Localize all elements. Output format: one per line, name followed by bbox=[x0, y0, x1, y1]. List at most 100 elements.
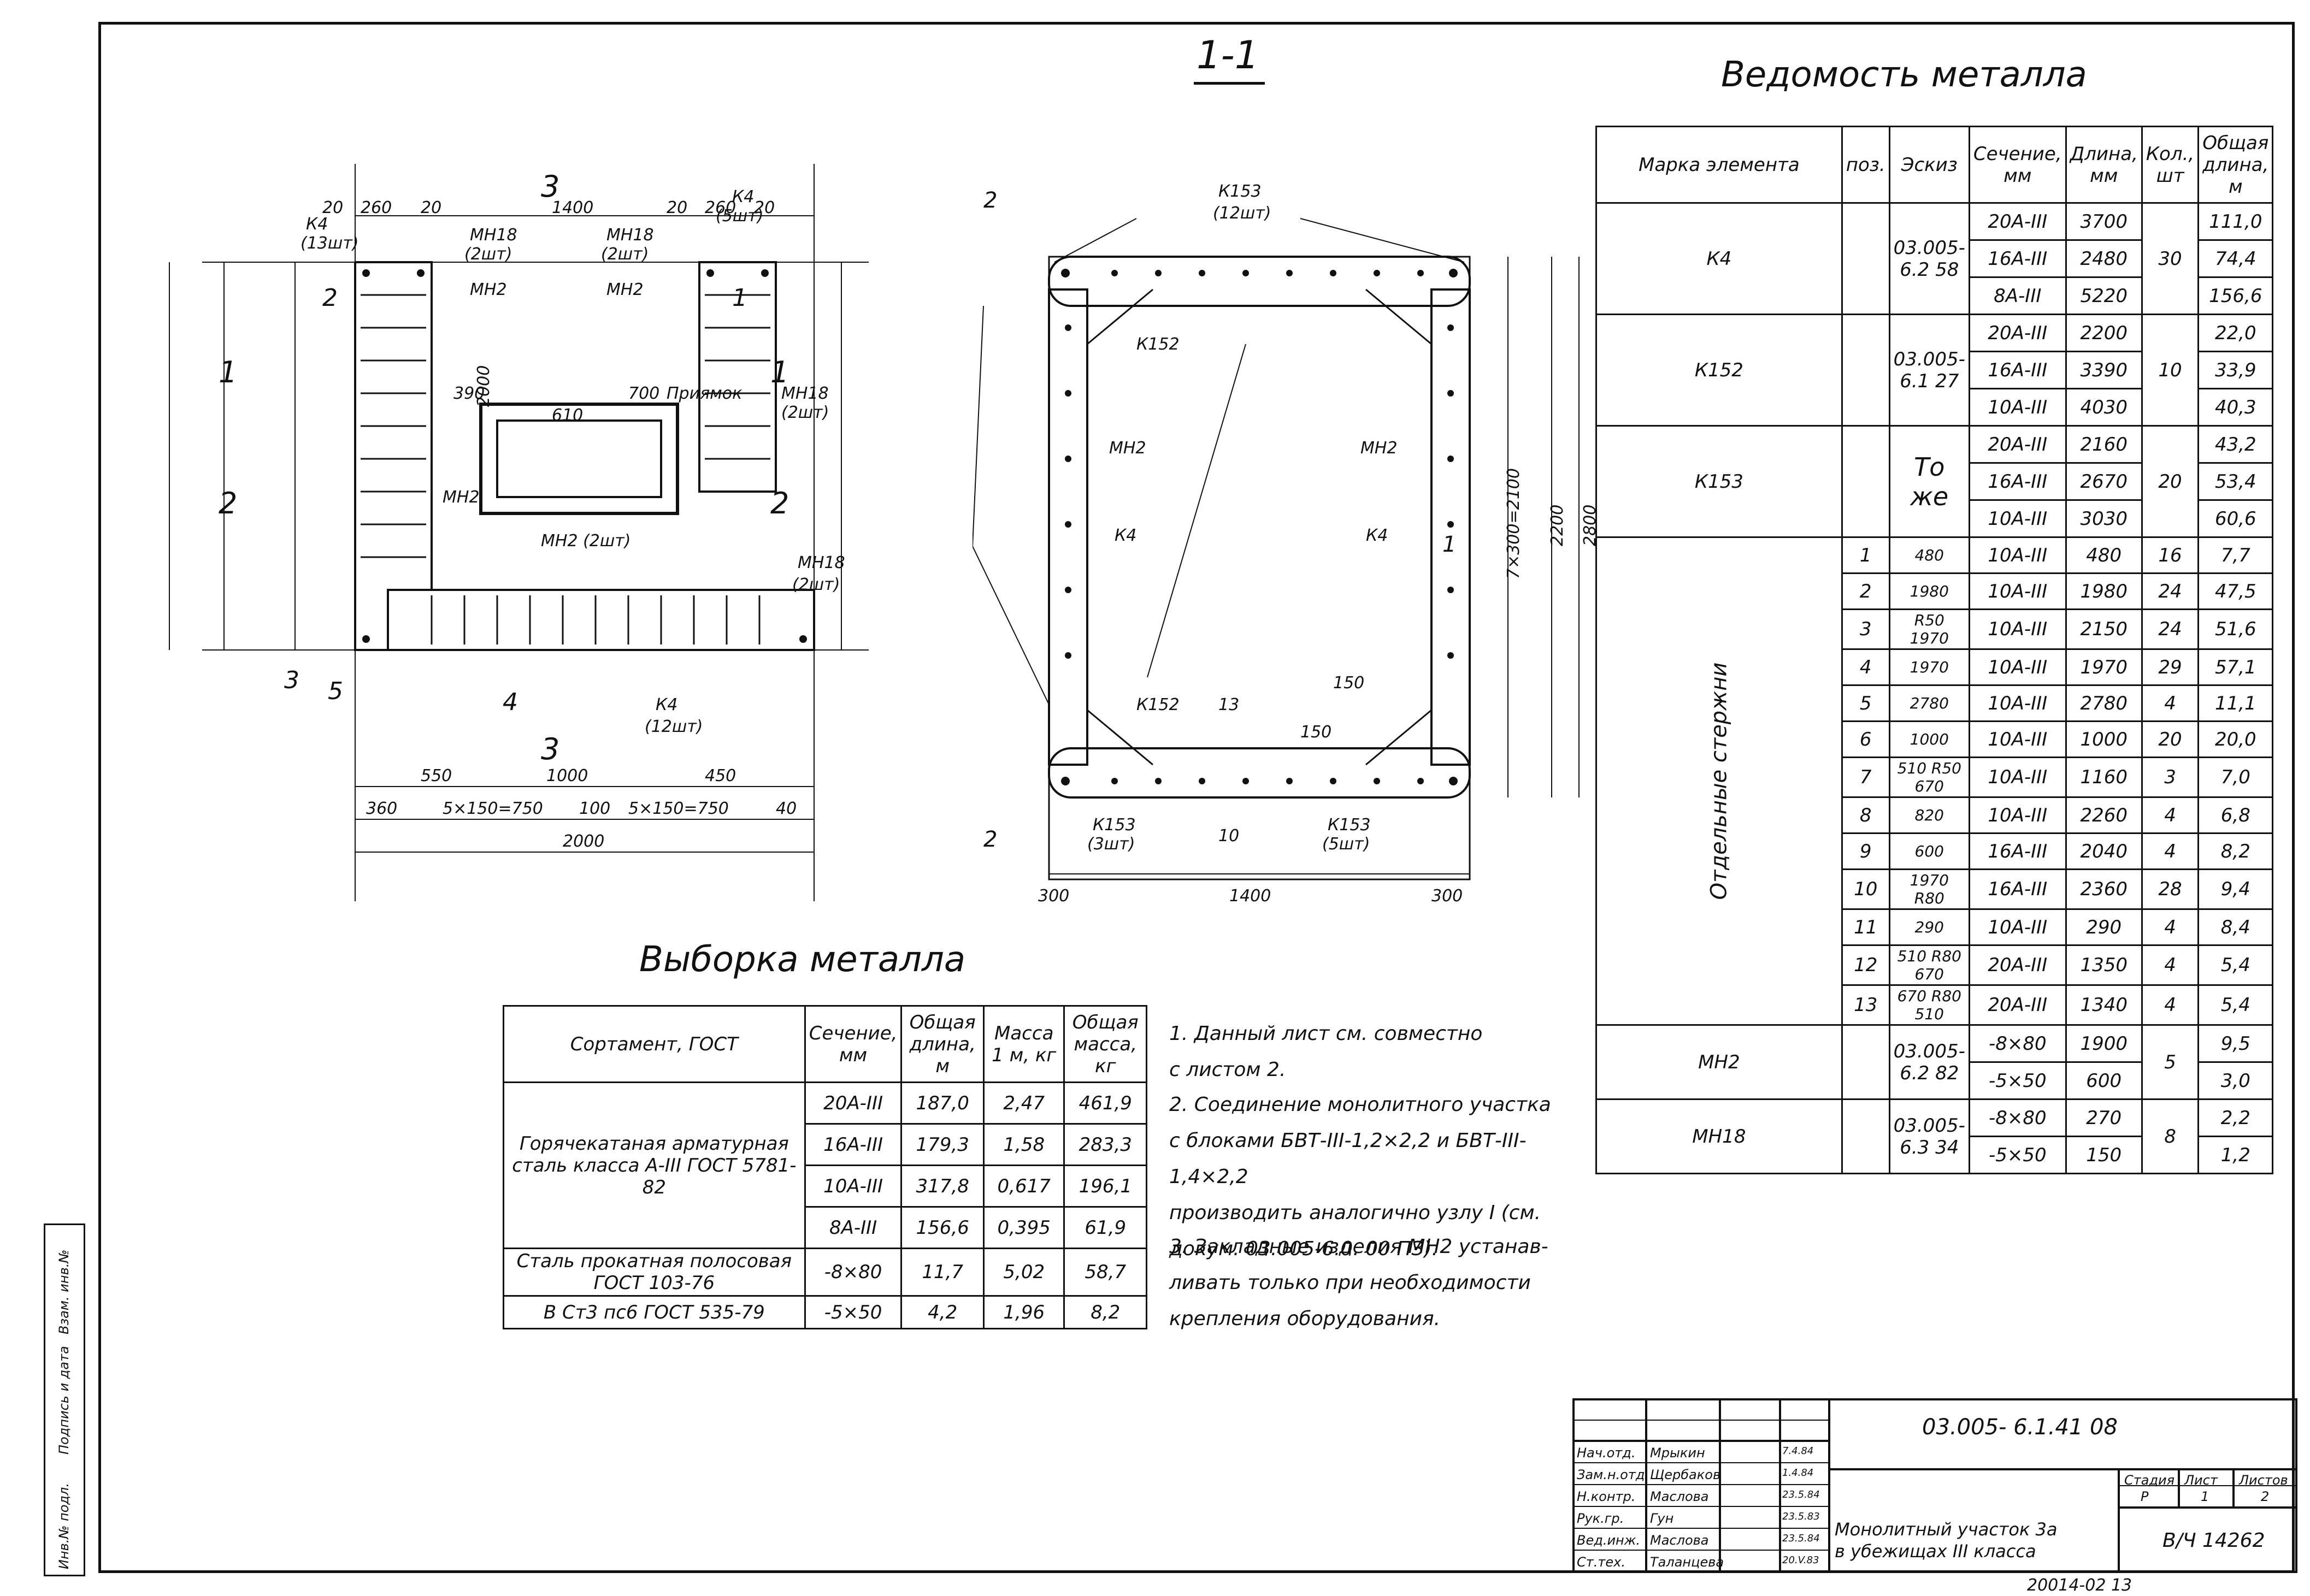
label-k4-13: К4 bbox=[306, 215, 328, 234]
rod-sketch: 2780 bbox=[1888, 684, 1970, 722]
v-k153-sec-2: 16А-III bbox=[1968, 462, 2067, 501]
vy-g1-r2-len: 179,3 bbox=[900, 1123, 985, 1166]
r-label-k4-left: К4 bbox=[1115, 526, 1136, 545]
rod-pos: 5 bbox=[1841, 684, 1890, 722]
dim-bottom-550: 550 bbox=[421, 766, 452, 785]
rod-qty: 4 bbox=[2141, 944, 2200, 986]
rod-pos: 9 bbox=[1841, 832, 1890, 870]
vedomost-table: Марка элемента поз. Эскиз Сечение, мм Дл… bbox=[1595, 126, 2274, 1174]
rod-qty: 29 bbox=[2141, 648, 2200, 686]
plan-left-drawing: 20 260 20 1400 20 260 20 2000 К4 (13шт) … bbox=[169, 164, 869, 901]
vy-g2-r1-len: 11,7 bbox=[900, 1248, 985, 1297]
dim-opening-610: 610 bbox=[552, 406, 583, 425]
rod-total: 8,2 bbox=[2197, 832, 2274, 870]
rod-section: 16А-III bbox=[1968, 832, 2067, 870]
r-dim-2100: 7×300=2100 bbox=[1504, 468, 1523, 579]
tb-name-4: Маслова bbox=[1650, 1533, 1709, 1548]
rod-length: 1970 bbox=[2065, 648, 2143, 686]
v-k152-mark: К152 bbox=[1595, 314, 1843, 427]
v-mn18-sec-2: -5×50 bbox=[1968, 1136, 2067, 1174]
r-label-k152-bottom: К152 bbox=[1136, 695, 1180, 714]
v-k4-sec-1: 20А-III bbox=[1968, 202, 2067, 241]
v-k4-total-3: 156,6 bbox=[2197, 276, 2274, 315]
v-k152-len-2: 3390 bbox=[2065, 351, 2143, 389]
rod-sketch: R50 1970 bbox=[1888, 608, 1970, 650]
rod-qty: 24 bbox=[2141, 572, 2200, 610]
note-3: 3. Закладные изделия МН2 устанав- ливать… bbox=[1169, 1236, 1548, 1330]
marker-3-top: 3 bbox=[541, 169, 559, 204]
vy-g2-r1-sec: -8×80 bbox=[804, 1248, 903, 1297]
tb-sheet-h: Лист bbox=[2184, 1473, 2218, 1488]
tb-role-2: Н.контр. bbox=[1577, 1489, 1636, 1504]
rod-sketch: 290 bbox=[1888, 908, 1970, 946]
v-k4-sketch: 03.005-6.2 58 bbox=[1888, 202, 1970, 315]
vy-group2-name-b: В Ст3 пс6 ГОСТ 535-79 bbox=[503, 1295, 806, 1329]
v-k152-qty: 10 bbox=[2141, 314, 2200, 427]
v-mn2-qty: 5 bbox=[2141, 1024, 2200, 1100]
dim-opening-700: 700 bbox=[628, 384, 659, 403]
v-mn2-len-2: 600 bbox=[2065, 1061, 2143, 1100]
rod-length: 480 bbox=[2065, 536, 2143, 574]
dim-top-20b: 20 bbox=[421, 198, 441, 217]
rod-qty: 4 bbox=[2141, 908, 2200, 946]
rod-length: 1000 bbox=[2065, 720, 2143, 758]
r-label-mn2-right: МН2 bbox=[1360, 439, 1398, 458]
v-k4-len-2: 2480 bbox=[2065, 239, 2143, 278]
label-mn18-c: МН18 bbox=[781, 384, 829, 403]
label-k4-13-count: (13шт) bbox=[300, 234, 359, 253]
footer-number: 20014-02 13 bbox=[2027, 1576, 2132, 1595]
tb-name-5: Таланцева bbox=[1650, 1554, 1724, 1570]
vh-qty: Кол., шт bbox=[2141, 126, 2200, 204]
rod-total: 57,1 bbox=[2197, 648, 2274, 686]
label-k4-12-count: (12шт) bbox=[645, 717, 703, 736]
rod-qty: 4 bbox=[2141, 796, 2200, 834]
vy-g1-r1-sec: 20А-III bbox=[804, 1081, 903, 1125]
rod-section: 16А-III bbox=[1968, 868, 2067, 910]
rod-length: 2360 bbox=[2065, 868, 2143, 910]
rod-pos: 12 bbox=[1841, 944, 1890, 986]
rod-length: 1160 bbox=[2065, 756, 2143, 798]
rod-section: 10А-III bbox=[1968, 908, 2067, 946]
r-label-150a: 150 bbox=[1333, 673, 1364, 693]
marker-5: 3 bbox=[284, 666, 299, 694]
side-stamp-replace: Взам. инв.№ bbox=[56, 1249, 72, 1334]
rod-pos: 11 bbox=[1841, 908, 1890, 946]
rod-section: 10А-III bbox=[1968, 684, 2067, 722]
tb-role-0: Нач.отд. bbox=[1577, 1445, 1636, 1461]
r-label-1: 1 bbox=[1442, 532, 1456, 557]
tb-stage-h: Стадия bbox=[2124, 1473, 2175, 1488]
vyh-mass1: Масса 1 м, кг bbox=[982, 1005, 1065, 1083]
v-k152-sec-2: 16А-III bbox=[1968, 351, 2067, 389]
rod-total: 7,0 bbox=[2197, 756, 2274, 798]
rod-sketch: 600 bbox=[1888, 832, 1970, 870]
tb-sheets-h: Листов bbox=[2239, 1473, 2288, 1488]
label-mn2-b: МН2 bbox=[606, 280, 644, 299]
v-k153-total-3: 60,6 bbox=[2197, 499, 2274, 538]
rods-group-label: Отдельные стержни bbox=[1595, 536, 1843, 1026]
vh-sketch: Эскиз bbox=[1888, 126, 1970, 204]
r-label-2-bottom: 2 bbox=[983, 827, 997, 852]
rod-total: 7,7 bbox=[2197, 536, 2274, 574]
dim-bottom-2000: 2000 bbox=[563, 832, 604, 851]
vy-g2-r1-m: 58,7 bbox=[1063, 1248, 1147, 1297]
label-mn2-a: МН2 bbox=[470, 280, 507, 299]
dim-bottom-100: 100 bbox=[579, 799, 610, 818]
r-label-2-top: 2 bbox=[983, 188, 997, 213]
rod-pos: 10 bbox=[1841, 868, 1890, 910]
vy-g2-r2-sec: -5×50 bbox=[804, 1295, 903, 1329]
tb-name-1: Щербаков bbox=[1650, 1467, 1721, 1482]
rod-sketch: 510 R50 670 bbox=[1888, 756, 1970, 798]
v-mn2-total-1: 9,5 bbox=[2197, 1024, 2274, 1063]
rod-qty: 28 bbox=[2141, 868, 2200, 910]
vy-g1-r3-m: 196,1 bbox=[1063, 1165, 1147, 1208]
v-mn2-mark: МН2 bbox=[1595, 1024, 1843, 1100]
dim-bottom-1000: 1000 bbox=[546, 766, 588, 785]
rod-sketch: 1000 bbox=[1888, 720, 1970, 758]
v-k153-total-2: 53,4 bbox=[2197, 462, 2274, 501]
v-mn18-total-1: 2,2 bbox=[2197, 1098, 2274, 1137]
